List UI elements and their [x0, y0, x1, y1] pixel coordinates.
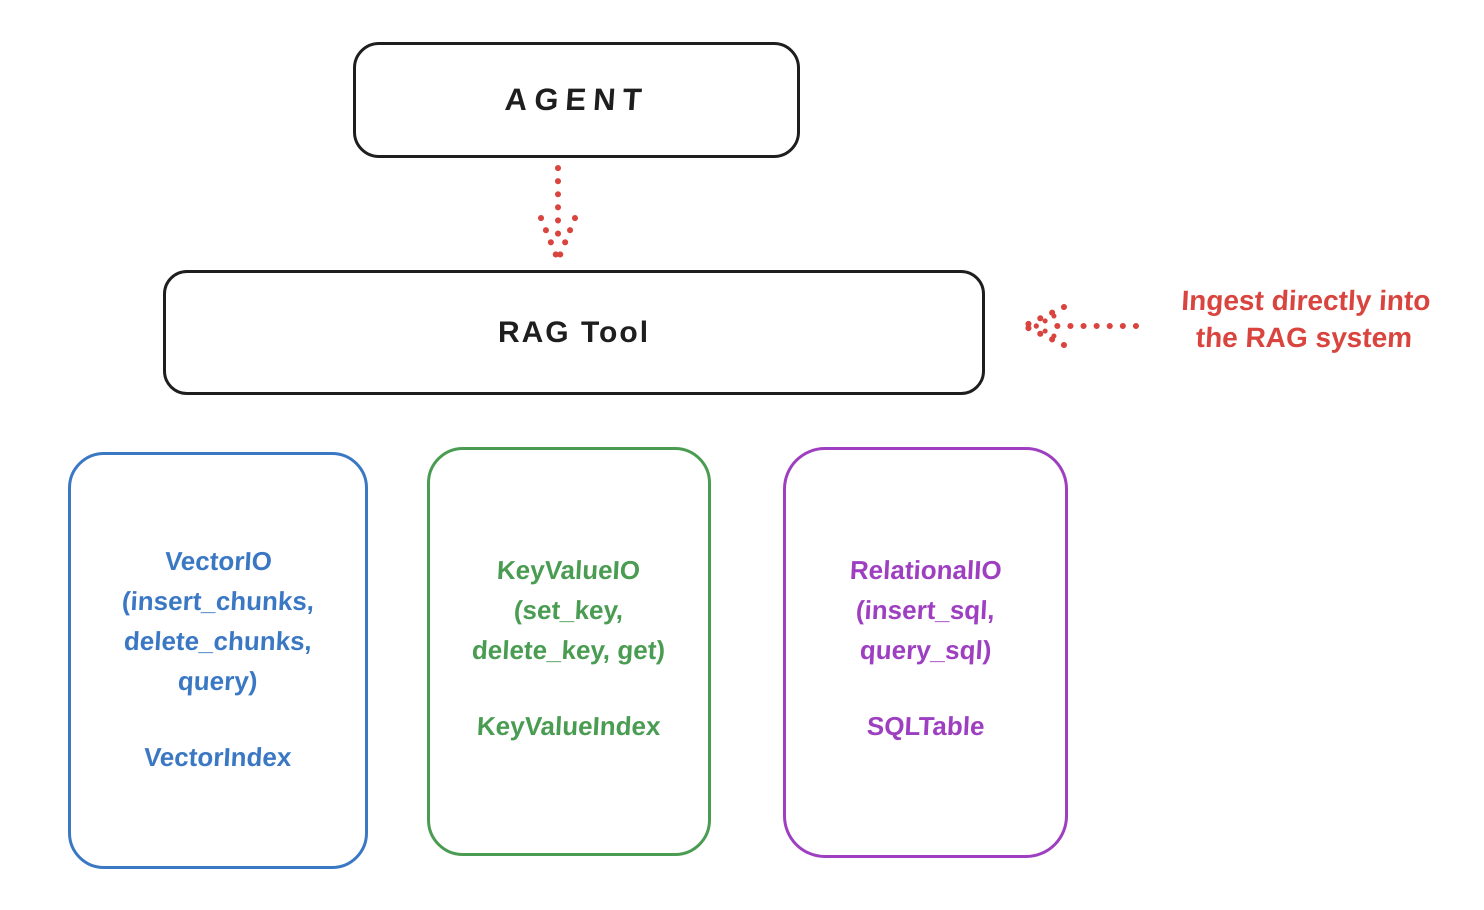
relational-io-signature-line: query_sql): [858, 635, 993, 665]
vector-index-label: VectorIndex: [143, 742, 293, 772]
vector-io-signature-line: (insert_chunks,: [121, 586, 315, 616]
agent-label: AGENT: [503, 82, 650, 117]
relational-io-card: RelationalIO (insert_sql, query_sql) SQL…: [783, 447, 1068, 858]
relational-io-signature-line: (insert_sql,: [855, 595, 996, 625]
keyvalue-io-signature-line: delete_key, get): [471, 635, 667, 665]
vector-io-signature-line: query): [177, 666, 259, 696]
rag-tool-node: RAG Tool: [163, 270, 985, 395]
vector-io-signature-line: delete_chunks,: [123, 626, 313, 656]
keyvalue-io-signature-line: (set_key,: [513, 595, 625, 625]
agent-node: AGENT: [353, 42, 800, 158]
vector-io-title: VectorIO: [163, 546, 273, 576]
keyvalue-io-card: KeyValueIO (set_key, delete_key, get) Ke…: [427, 447, 711, 856]
vector-io-card: VectorIO (insert_chunks, delete_chunks, …: [68, 452, 368, 869]
ingest-annotation-line2: the RAG system: [1195, 322, 1413, 353]
keyvalue-io-title: KeyValueIO: [496, 555, 642, 585]
ingest-annotation: Ingest directly into the RAG system: [1128, 282, 1482, 356]
arrow-agent-to-ragtool-icon: [538, 165, 578, 263]
keyvalue-index-label: KeyValueIndex: [476, 711, 662, 741]
ingest-annotation-line1: Ingest directly into: [1180, 285, 1432, 316]
sql-table-label: SQLTable: [865, 711, 986, 741]
rag-tool-label: RAG Tool: [497, 315, 651, 349]
arrow-annotation-to-ragtool-icon: [1021, 304, 1139, 348]
relational-io-title: RelationalIO: [848, 555, 1003, 585]
